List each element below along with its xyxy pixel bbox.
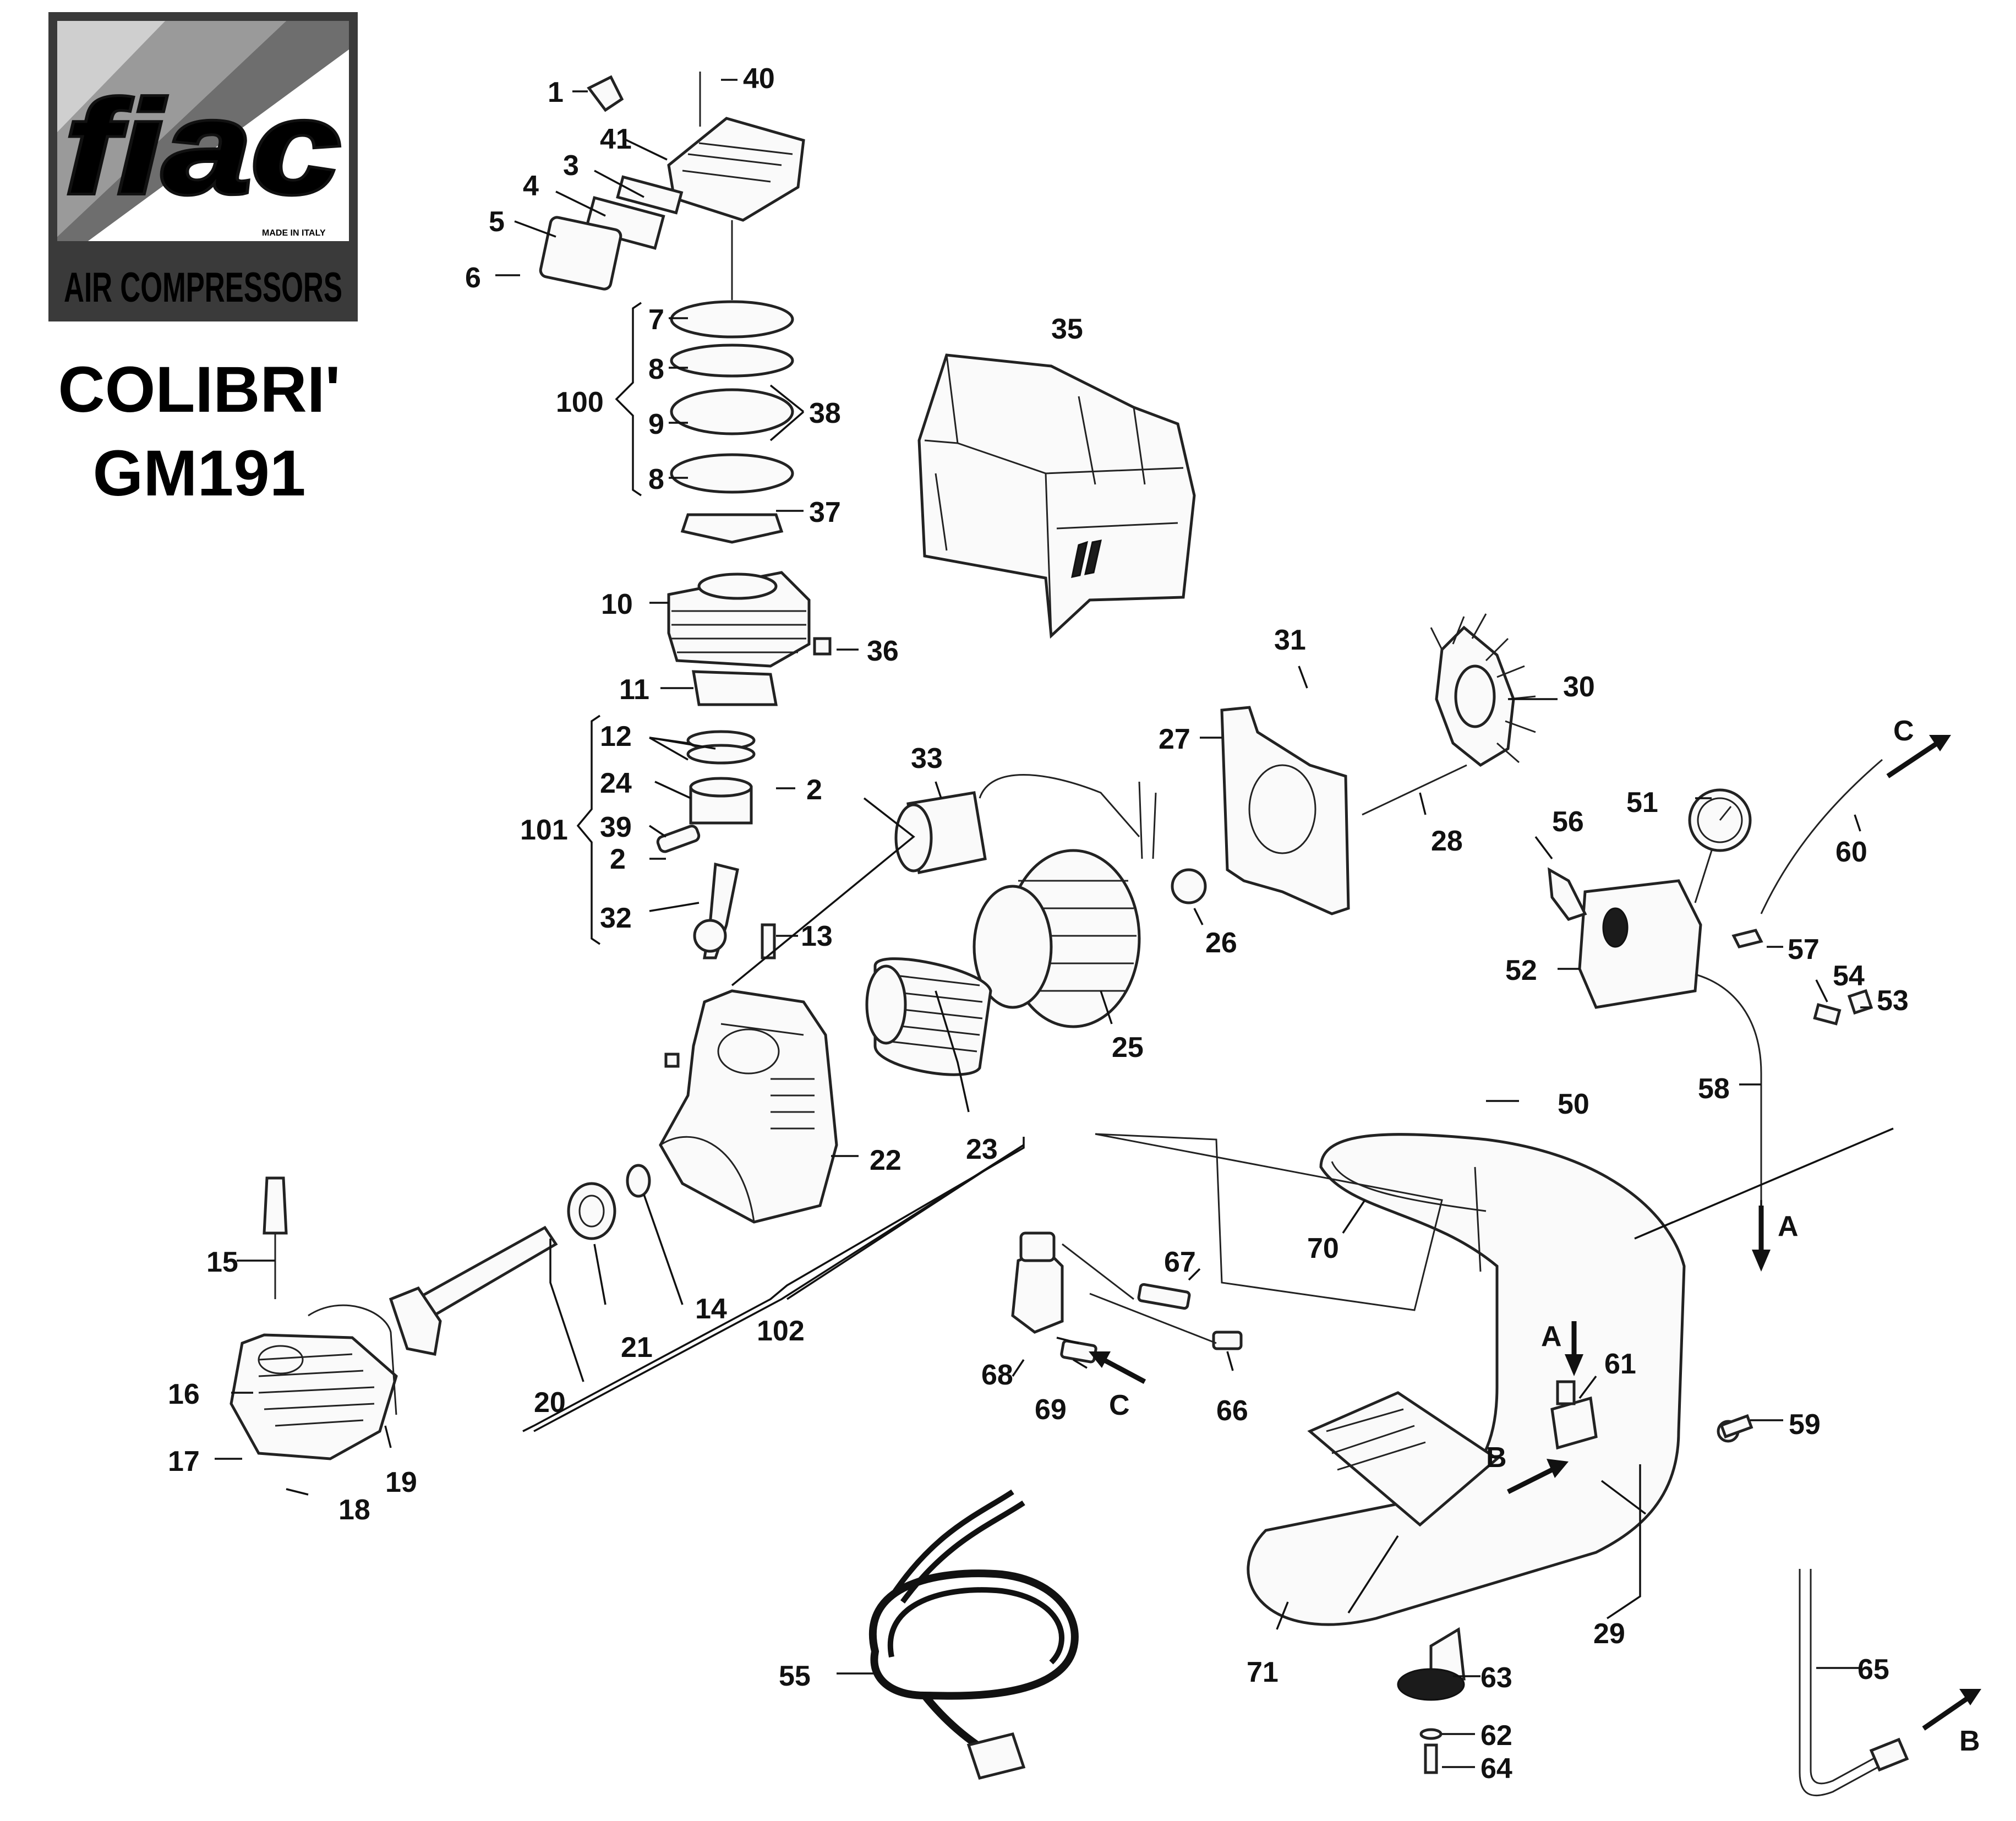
callout-60: 60 <box>1835 836 1867 868</box>
callout-63: 63 <box>1480 1662 1512 1694</box>
callout-14: 14 <box>695 1293 727 1325</box>
fan-cover <box>917 353 1196 639</box>
callout-52: 52 <box>1505 955 1537 986</box>
callout-51: 51 <box>1626 787 1658 819</box>
fiac-logo: fiac MADE IN ITALY AIR COMPRESSORS <box>48 12 358 321</box>
callout-13: 13 <box>801 920 833 952</box>
cylinder-group <box>656 571 832 959</box>
flow-marker-c-top: C <box>1893 715 1914 747</box>
callout-40: 40 <box>743 63 775 95</box>
callout-8a: 8 <box>648 353 664 385</box>
callout-4: 4 <box>523 170 539 202</box>
callout-31: 31 <box>1274 624 1306 656</box>
callout-41: 41 <box>600 123 632 155</box>
callout-19: 19 <box>385 1466 417 1498</box>
logo-wordmark: fiac <box>65 73 340 221</box>
callout-59: 59 <box>1789 1409 1821 1441</box>
callout-37: 37 <box>809 497 841 528</box>
logo-tagline: AIR COMPRESSORS <box>64 264 342 311</box>
callout-65: 65 <box>1857 1654 1889 1686</box>
callout-1: 1 <box>548 77 564 108</box>
callout-5: 5 <box>489 206 505 238</box>
callout-11: 11 <box>619 674 649 706</box>
callout-57: 57 <box>1788 934 1820 966</box>
callout-64: 64 <box>1480 1753 1512 1785</box>
callout-6: 6 <box>465 262 481 294</box>
callout-62: 62 <box>1480 1720 1512 1752</box>
callout-35: 35 <box>1051 313 1083 345</box>
callout-10: 10 <box>601 588 633 620</box>
flow-arrows <box>1089 735 1981 1731</box>
crankshaft-group <box>230 1164 651 1460</box>
callout-69: 69 <box>1035 1394 1067 1426</box>
callout-28: 28 <box>1431 825 1463 857</box>
callout-8b: 8 <box>648 464 664 495</box>
callout-39: 39 <box>600 811 632 843</box>
callout-21: 21 <box>621 1332 653 1364</box>
callout-70: 70 <box>1307 1233 1339 1264</box>
callout-68: 68 <box>981 1359 1013 1391</box>
callout-7: 7 <box>648 304 664 336</box>
callout-24: 24 <box>600 767 632 799</box>
flow-marker-a-mid: A <box>1541 1321 1562 1353</box>
flow-marker-c-mid: C <box>1109 1389 1130 1421</box>
motor-group <box>865 613 1536 1076</box>
callout-27: 27 <box>1159 723 1190 755</box>
callout-58: 58 <box>1698 1073 1730 1105</box>
group-brackets <box>522 302 1025 1432</box>
callout-22: 22 <box>870 1144 902 1176</box>
callout-20: 20 <box>534 1387 566 1419</box>
callout-100: 100 <box>556 386 604 418</box>
callout-9: 9 <box>648 408 664 440</box>
callout-23: 23 <box>966 1133 998 1165</box>
pressure-switch-group <box>1548 759 1883 1200</box>
callout-67: 67 <box>1164 1246 1196 1278</box>
flow-marker-a-right: A <box>1778 1211 1799 1242</box>
flow-marker-b-mid: B <box>1486 1442 1507 1474</box>
callout-50: 50 <box>1558 1088 1589 1120</box>
callout-55: 55 <box>779 1660 811 1692</box>
callout-16: 16 <box>168 1378 200 1410</box>
callout-29: 29 <box>1593 1618 1625 1650</box>
callout-labels: 1 2 2 3 4 5 6 7 8 9 8 10 11 12 13 14 15 … <box>168 63 1980 1785</box>
power-cable <box>868 1489 1079 1780</box>
callout-71: 71 <box>1247 1656 1279 1688</box>
callout-56: 56 <box>1552 806 1584 838</box>
callout-102: 102 <box>757 1315 805 1347</box>
cylinder-head-group <box>539 72 805 544</box>
model-code: GM191 <box>93 437 306 510</box>
made-in-label: MADE IN ITALY <box>262 228 326 238</box>
check-valve <box>1550 1380 1753 1450</box>
callout-53: 53 <box>1877 985 1909 1017</box>
callout-18: 18 <box>338 1494 370 1526</box>
flow-marker-b-bottom: B <box>1959 1725 1980 1757</box>
frame-tank <box>1247 1133 1686 1774</box>
callout-2b: 2 <box>610 843 626 875</box>
regulator-group <box>1011 1133 1443 1364</box>
callout-101: 101 <box>520 814 568 846</box>
callout-66: 66 <box>1216 1395 1248 1427</box>
callout-25: 25 <box>1112 1032 1144 1064</box>
callout-26: 26 <box>1205 927 1237 959</box>
callout-15: 15 <box>206 1246 238 1278</box>
callout-54: 54 <box>1833 960 1865 992</box>
callout-61: 61 <box>1604 1348 1636 1380</box>
crankcase <box>659 989 838 1224</box>
callout-2a: 2 <box>806 774 822 806</box>
callout-36: 36 <box>867 635 899 667</box>
callout-30: 30 <box>1563 671 1595 703</box>
callout-3: 3 <box>563 150 579 182</box>
callout-12: 12 <box>600 721 632 753</box>
callout-32: 32 <box>600 902 632 934</box>
model-name: COLIBRI' <box>58 353 340 426</box>
callout-33: 33 <box>911 743 943 775</box>
hose-65 <box>1799 1569 1909 1797</box>
callout-38: 38 <box>809 397 841 429</box>
callout-17: 17 <box>168 1446 200 1477</box>
